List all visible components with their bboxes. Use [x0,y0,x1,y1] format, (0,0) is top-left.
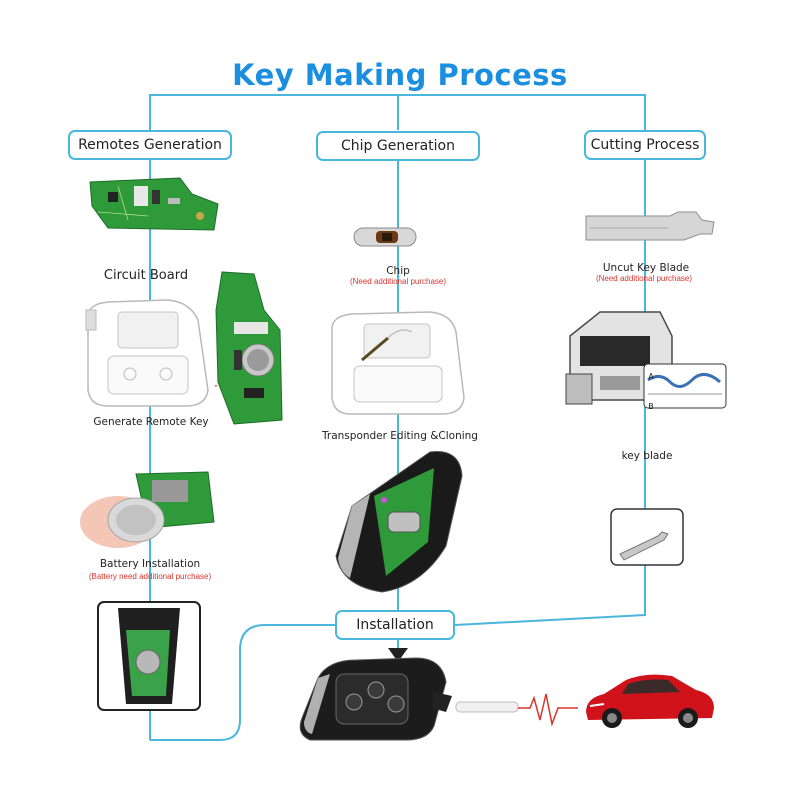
key-blade-label: key blade [621,450,673,462]
uncut-blade-icon [585,211,715,241]
transponder-programmer-icon [331,311,465,415]
chip-label: Chip [386,265,410,277]
finished-key-icon [299,657,452,741]
page-title: Key Making Process [232,58,568,92]
flip-key-icon [335,451,463,593]
generate-remote-key-label: Generate Remote Key [93,416,209,428]
battery-icon [80,471,215,548]
chart-b-label: B [648,402,654,411]
chip-generation-header: Chip Generation [316,131,480,161]
battery-note: (Battery need additional purchase) [88,572,212,581]
key-cutting-machine-icon [565,311,727,409]
transponder-chip-icon [353,227,417,247]
cutting-process-header: Cutting Process [584,130,706,160]
circuit-board-icon [89,177,219,231]
car-icon [586,674,714,728]
circuit-board-label: Circuit Board [103,268,189,283]
remotes-generation-header: Remotes Generation [68,130,232,160]
chart-a-label: A [648,372,654,381]
key-programmer-icon [85,299,209,407]
cut-key-icon [610,508,684,566]
chip-note: (Need additional purchase) [349,277,447,286]
installation-box: Installation [335,610,455,640]
blade-note: (Need additional purchase) [595,274,693,283]
transponder-editing-label: Transponder Editing &Cloning [322,430,478,442]
battery-installation-label: Battery Installation [99,558,201,570]
uncut-blade-label: Uncut Key Blade [602,262,690,274]
signal-wave-icon [455,693,578,727]
key-shell-icon [97,601,201,711]
remote-pcb-icon [215,271,283,425]
